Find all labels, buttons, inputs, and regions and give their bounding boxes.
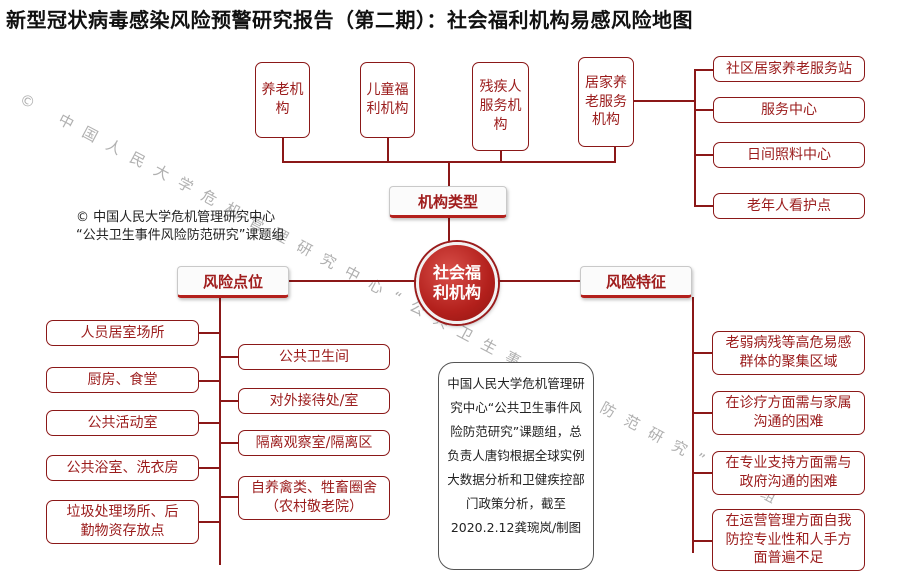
credit-line-2: “公共卫生事件风险防范研究”课题组 <box>76 228 285 243</box>
risk-point-activity-room: 公共活动室 <box>46 410 199 436</box>
category-risk-features: 风险特征 <box>580 266 692 298</box>
institution-type-disabled: 残疾人服务机构 <box>472 62 529 151</box>
risk-feature-vulnerable-groups: 老弱病残等高危易感群体的聚集区域 <box>712 331 865 375</box>
risk-feature-staffing-shortage: 在运营管理方面自我防控专业性和人手方面普遍不足 <box>712 509 865 571</box>
risk-feature-family-communication: 在诊疗方面需与家属沟通的困难 <box>712 391 865 435</box>
home-care-day-care-center: 日间照料中心 <box>713 142 865 168</box>
center-hub: 社会福利机构 <box>416 242 498 324</box>
watermark: © 中国人民大学危机管理研究中心 “公共卫生事件风险防范研究”课题组 <box>16 89 790 513</box>
risk-point-kitchen: 厨房、食堂 <box>46 367 199 393</box>
risk-feature-government-communication: 在专业支持方面需与政府沟通的困难 <box>712 451 865 495</box>
category-institution-type: 机构类型 <box>389 186 507 218</box>
home-care-elderly-care-point: 老年人看护点 <box>713 193 865 219</box>
source-note: 中国人民大学危机管理研究中心“公共卫生事件风险防范研究”课题组，总负责人唐钧根据… <box>438 362 594 570</box>
category-risk-points: 风险点位 <box>177 266 289 298</box>
risk-point-livestock: 自养禽类、牲畜圈舍（农村敬老院） <box>238 476 390 520</box>
risk-point-waste-storage: 垃圾处理场所、后勤物资存放点 <box>46 500 199 544</box>
risk-point-bath-laundry: 公共浴室、洗衣房 <box>46 455 199 481</box>
home-care-service-station: 社区居家养老服务站 <box>713 56 865 82</box>
page-title: 新型冠状病毒感染风险预警研究报告（第二期）：社会福利机构易感风险地图 <box>6 8 693 32</box>
risk-point-reception: 对外接待处/室 <box>238 388 390 414</box>
institution-type-home-care: 居家养老服务机构 <box>578 57 634 147</box>
risk-point-toilets: 公共卫生间 <box>238 344 390 370</box>
center-hub-label: 社会福利机构 <box>432 263 481 302</box>
risk-point-living-rooms: 人员居室场所 <box>46 320 199 346</box>
risk-point-isolation: 隔离观察室/隔离区 <box>238 430 390 456</box>
home-care-service-center: 服务中心 <box>713 97 865 123</box>
credit-line-1: © 中国人民大学危机管理研究中心 <box>76 210 276 225</box>
institution-type-children: 儿童福利机构 <box>360 62 415 138</box>
institution-type-elderly: 养老机构 <box>255 62 310 138</box>
